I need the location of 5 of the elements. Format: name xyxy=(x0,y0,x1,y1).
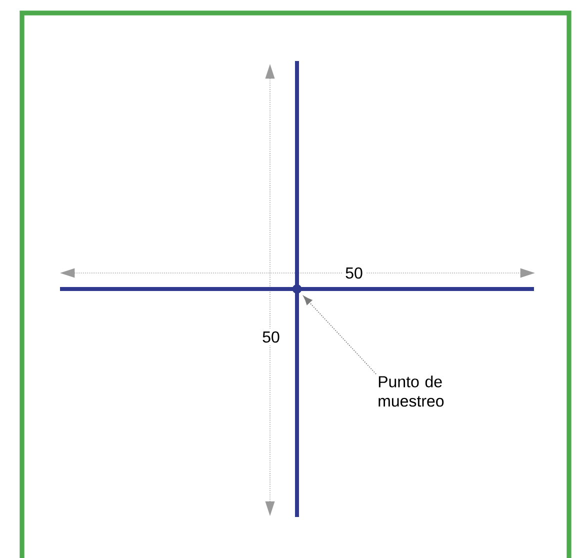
dimension-label: 50 xyxy=(259,328,283,346)
dimension-label: 50 xyxy=(342,264,366,282)
leader-line xyxy=(303,296,376,374)
callout-text: Punto de muestreo xyxy=(378,376,444,407)
sampling-point xyxy=(292,284,302,294)
